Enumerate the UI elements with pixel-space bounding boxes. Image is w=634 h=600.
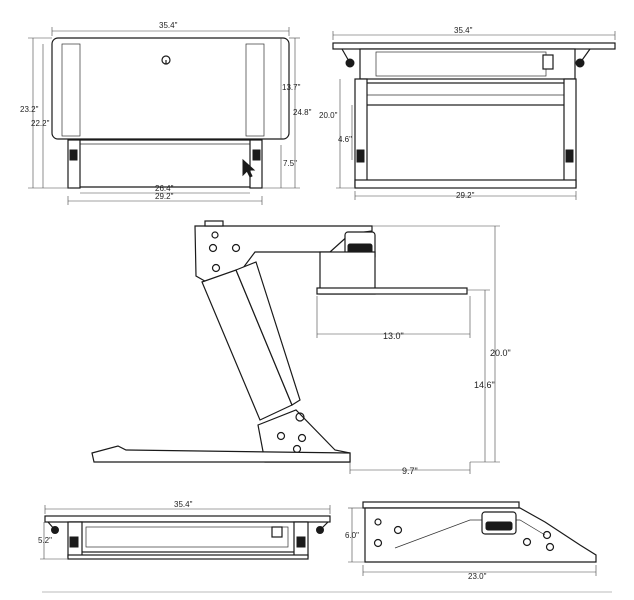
tr-height-total-label: 20.0" [319, 111, 338, 120]
side-keyboard-tray [316, 287, 468, 295]
tr-width-base-label: 29.2" [456, 191, 475, 200]
front-left-panel [61, 43, 81, 137]
front-width-base-label: 29.2" [155, 192, 174, 201]
tr-keyboard-tray [365, 82, 567, 106]
side-tray-bracket [319, 251, 376, 295]
bottom-front-view: 35.4" 5.2" [38, 500, 331, 560]
tr-height-inner-label: 4.6" [338, 135, 352, 144]
side-arm-rear [235, 261, 301, 406]
front-height-right-lower-label: 7.5" [283, 159, 297, 168]
front-view: 35.4" 23.2" 22.2" 13.7" 24.8" 7.5" 26.4"… [20, 21, 312, 205]
front-left-bracket [67, 139, 81, 189]
front-desktop-surface [51, 37, 290, 140]
bs-desktop-surface [362, 501, 520, 509]
tr-upper-frame [359, 48, 576, 80]
bf-desktop-surface [44, 515, 331, 523]
side-height-total-label: 20.0" [490, 348, 511, 358]
front-right-panel [245, 43, 265, 137]
side-base-offset-label: 9.7" [402, 466, 418, 476]
tr-desktop-surface [332, 42, 616, 50]
front-width-top-label: 35.4" [159, 21, 178, 30]
side-keyboard-depth-label: 13.0" [383, 331, 404, 341]
tr-base [354, 179, 577, 189]
side-base-foot [91, 445, 351, 463]
side-view: 13.0" 20.0" 14.6" 9.7" [91, 220, 511, 476]
front-right-bracket [249, 139, 263, 189]
front-left-knob [69, 149, 78, 161]
front-height-right-upper-label: 13.7" [282, 83, 301, 92]
bf-base [67, 554, 309, 560]
bs-folded-body [364, 507, 597, 563]
bf-width-top-label: 35.4" [174, 500, 193, 509]
bottom-side-view: 6.0" 23.0" [345, 501, 597, 581]
top-right-view: 35.4" 20.0" 4.6" 29.2" [319, 26, 616, 200]
tr-control-box [542, 54, 554, 70]
cursor-arrow-icon [242, 158, 256, 178]
tr-left-bracket [354, 78, 368, 188]
front-height-inner-label: 22.2" [31, 119, 50, 128]
side-height-mid-label: 14.6" [474, 380, 495, 390]
front-height-total-label: 23.2" [20, 105, 39, 114]
front-keyboard-tray [73, 139, 259, 188]
bf-height-collapsed-label: 5.2" [38, 536, 52, 545]
tr-width-top-label: 35.4" [454, 26, 473, 35]
front-width-inner-label: 26.4" [155, 184, 174, 193]
front-right-knob [252, 149, 261, 161]
tr-right-bracket [563, 78, 577, 188]
bs-depth-base-label: 23.0" [468, 572, 487, 581]
front-height-right-total-label: 24.8" [293, 108, 312, 117]
bs-height-collapsed-label: 6.0" [345, 531, 359, 540]
